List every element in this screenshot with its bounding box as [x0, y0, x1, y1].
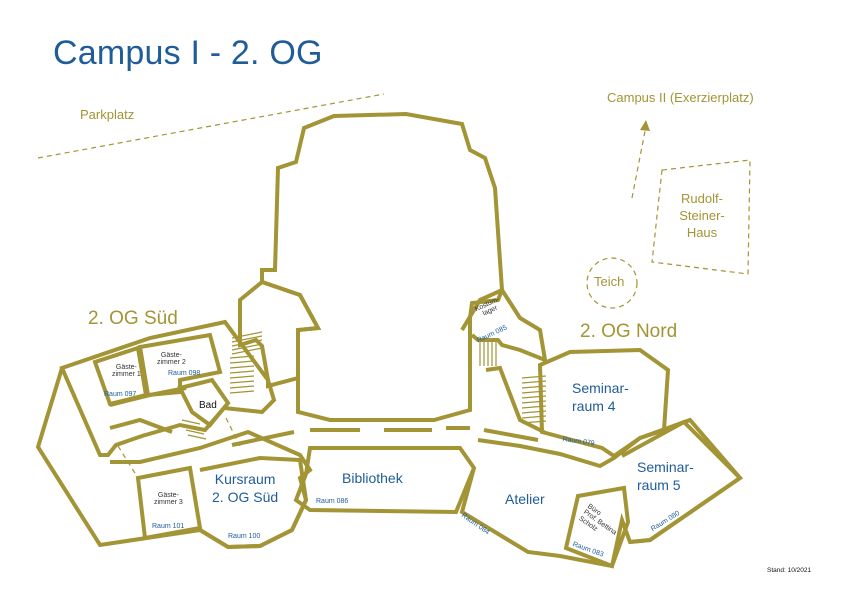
kursraum-raum: Raum 100: [228, 533, 261, 540]
bad-label: Bad: [199, 400, 217, 411]
gaeste3-line-2: zimmer 3: [154, 499, 183, 507]
seminar5-name: Seminar- raum 5: [637, 458, 694, 494]
rudolf-steiner-haus-label: Rudolf- Steiner- Haus: [671, 190, 733, 241]
seminar4-line-1: Seminar-: [572, 380, 629, 396]
gaeste3-line-1: Gäste-: [157, 492, 179, 499]
gaeste1-line-2: zimmer 1: [112, 371, 141, 379]
stand-label: Stand: 10/2021: [767, 567, 812, 574]
gaeste3-raum: Raum 101: [152, 523, 185, 530]
bibliothek-name: Bibliothek: [342, 470, 403, 486]
bath-outline: [177, 377, 231, 428]
campus2-arrow-line: [631, 125, 647, 199]
gaeste2-name: Gäste- zimmer 2: [157, 352, 186, 367]
connector-south-2: [117, 445, 139, 479]
seminar5-line-2: raum 5: [637, 477, 681, 494]
seminar-5-outline: [621, 419, 744, 544]
rudolf-line-2: Steiner-: [679, 208, 725, 224]
kursraum-line-1: Kursraum: [214, 471, 276, 487]
south-corridor: [109, 386, 187, 434]
gaeste1-raum: Raum 097: [104, 391, 137, 398]
teich-label: Teich: [594, 274, 625, 289]
kursraum-outline: [198, 455, 309, 550]
gaeste2-line-2: zimmer 2: [157, 359, 186, 367]
campus2-label: Campus II (Exerzierplatz): [607, 90, 754, 105]
parkplatz-line: [37, 93, 385, 159]
seminar4-line-2: raum 4: [572, 398, 616, 415]
seminar4-name: Seminar- raum 4: [572, 379, 629, 415]
gaeste1-line-1: Gäste-: [115, 364, 137, 371]
campus2-arrow-head: [640, 120, 650, 131]
gaeste2-line-1: Gäste-: [160, 352, 182, 359]
rudolf-line-3: Haus: [686, 225, 718, 241]
gaeste2-raum: Raum 098: [168, 370, 201, 377]
stairs-north-left: [479, 342, 497, 366]
gaeste3-name: Gäste- zimmer 3: [154, 492, 183, 507]
bibliothek-raum: Raum 086: [316, 498, 349, 505]
kursraum-line-2: 2. OG Süd: [212, 489, 279, 506]
gaeste1-name: Gäste- zimmer 1: [112, 364, 141, 379]
atelier-name: Atelier: [505, 491, 545, 507]
section-sued-label: 2. OG Süd: [88, 308, 178, 329]
kursraum-name: Kursraum 2. OG Süd: [212, 470, 278, 506]
parkplatz-label: Parkplatz: [80, 107, 135, 122]
teich-outline: [586, 257, 638, 309]
buero-outline: [563, 485, 631, 569]
south-wing-outline: [238, 279, 322, 389]
stairs-south-upper: [231, 331, 263, 355]
page-title: Campus I - 2. OG: [53, 34, 323, 72]
north-wing-outline: [460, 287, 548, 364]
stairs-north-right: [521, 375, 547, 424]
rudolf-line-1: Rudolf-: [681, 191, 723, 206]
north-corridor: [483, 365, 545, 442]
guest-room-3-outline: [135, 465, 203, 541]
stairs-south-lower: [181, 419, 207, 440]
bibliothek-outline: [293, 446, 477, 515]
stairs-south-mid: [229, 355, 255, 394]
seminar5-line-1: Seminar-: [637, 459, 694, 475]
rudolf-steiner-haus-outline: [651, 159, 751, 275]
central-corridor-top: [231, 426, 470, 447]
section-nord-label: 2. OG Nord: [580, 321, 678, 342]
seminar-4-outline: [537, 347, 671, 459]
